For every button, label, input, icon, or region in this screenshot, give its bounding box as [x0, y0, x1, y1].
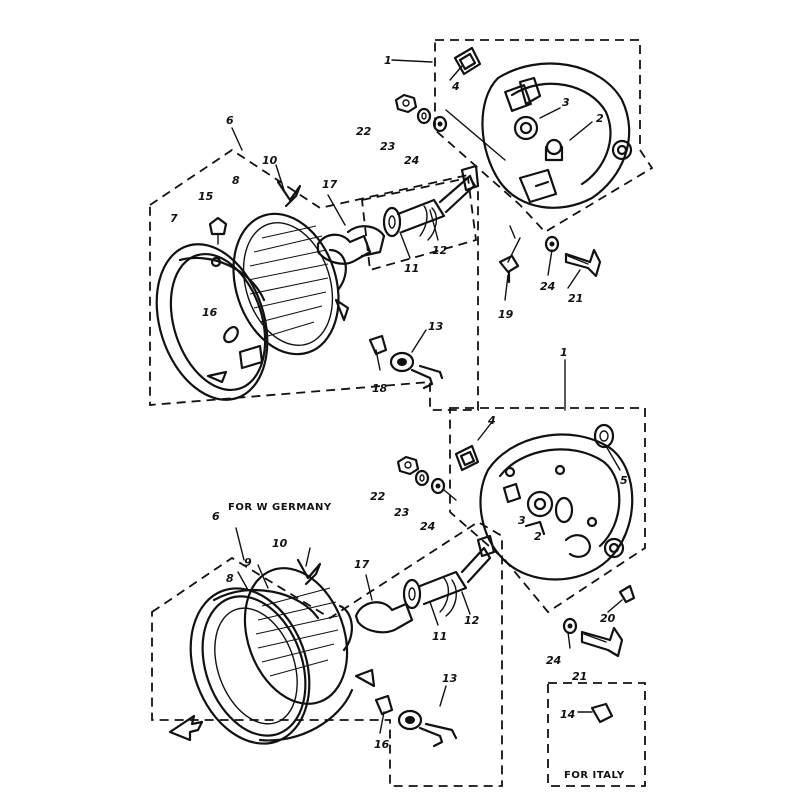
- callout-label: 11: [404, 262, 419, 275]
- callout-label: 21: [568, 292, 583, 305]
- callout-label: 24: [546, 654, 561, 667]
- callout-label: 24: [404, 154, 419, 167]
- bottom-lamp-group-outline: [151, 520, 503, 787]
- bottom-headlight-shell: [479, 433, 634, 581]
- callout-label: 18: [372, 382, 388, 395]
- bottom-lens: [243, 567, 376, 705]
- top-headlight-shell: [481, 62, 633, 209]
- callout-label: 9: [244, 556, 252, 569]
- bottom-mounting-bolt: [562, 584, 636, 658]
- bottom-grommets: [454, 423, 615, 472]
- top-grommet-4: [453, 46, 482, 76]
- callout-label: 24: [420, 520, 435, 533]
- bottom-callout-labels: 1 2 3 4 5 6 8 9 10 11 12 13 14 16 17 20 …: [212, 346, 628, 751]
- top-lamp-group-outline: [149, 148, 479, 411]
- callout-label: 14: [560, 708, 575, 721]
- top-bulb-socket: [316, 164, 480, 265]
- callout-label: 4: [487, 414, 496, 427]
- callout-label: 3: [518, 514, 526, 527]
- callout-label: 4: [451, 80, 460, 93]
- top-nut-washer-set: [394, 93, 448, 133]
- callout-label: 5: [620, 474, 628, 487]
- bottom-bulb-socket: [354, 534, 496, 634]
- callout-label: 17: [322, 178, 338, 191]
- top-housing-group-outline: [434, 39, 654, 234]
- top-rim-7: [155, 243, 269, 401]
- callout-label: 22: [356, 125, 372, 138]
- callout-label: 6: [212, 510, 220, 523]
- bottom-spring-clip: [296, 558, 322, 586]
- callout-label: 21: [572, 670, 587, 683]
- callout-label: 15: [198, 190, 214, 203]
- italy-variant-caption: FOR ITALY: [564, 770, 625, 781]
- callout-label: 16: [374, 738, 390, 751]
- callout-label: 17: [354, 558, 370, 571]
- bottom-pilot-bulb-socket: [374, 694, 458, 748]
- callout-label: 19: [498, 308, 514, 321]
- bottom-rim: [189, 587, 354, 745]
- top-assembly: [149, 39, 654, 411]
- top-leader-lines: [231, 59, 593, 371]
- callout-label: 12: [464, 614, 480, 627]
- bottom-leader-lines: [235, 359, 623, 734]
- front-arrow-icon: [168, 714, 204, 742]
- callout-label: 23: [394, 506, 410, 519]
- callout-label: 8: [232, 174, 240, 187]
- callout-label: 13: [428, 320, 444, 333]
- callout-label: 11: [432, 630, 447, 643]
- callout-label: 8: [226, 572, 234, 585]
- callout-label: 22: [370, 490, 386, 503]
- callout-label: 10: [262, 154, 278, 167]
- callout-label: 10: [272, 537, 288, 550]
- callout-label: 7: [170, 212, 178, 225]
- callout-label: 24: [540, 280, 555, 293]
- callout-label: 16: [202, 306, 218, 319]
- callout-label: 23: [380, 140, 396, 153]
- bottom-nut-washer-set: [396, 455, 446, 495]
- italy-bulb-14: [577, 702, 614, 724]
- top-pilot-bulb-socket: [368, 334, 444, 390]
- callout-label: 3: [562, 96, 570, 109]
- callout-label: 12: [432, 244, 448, 257]
- top-callout-labels: 1 2 3 4 6 7 8 10 11 12 13 15 16 17 18 19…: [170, 54, 604, 395]
- callout-label: 13: [442, 672, 458, 685]
- top-screw-15: [208, 216, 228, 245]
- callout-label: 1: [560, 346, 568, 359]
- callout-label: 2: [596, 112, 604, 125]
- top-socket-group-outline: [361, 176, 477, 272]
- top-lens-8: [232, 212, 350, 356]
- callout-label: 6: [226, 114, 234, 127]
- callout-label: 1: [384, 54, 392, 67]
- top-spring-clip-10: [276, 180, 302, 208]
- bottom-housing-group-outline: [449, 407, 646, 614]
- callout-label: 2: [534, 530, 542, 543]
- top-mounting-bolt: [498, 225, 602, 284]
- bottom-assembly: [151, 359, 646, 787]
- germany-variant-caption: FOR W GERMANY: [228, 502, 332, 513]
- italy-variant-box: [547, 682, 646, 787]
- callout-label: 20: [600, 612, 616, 625]
